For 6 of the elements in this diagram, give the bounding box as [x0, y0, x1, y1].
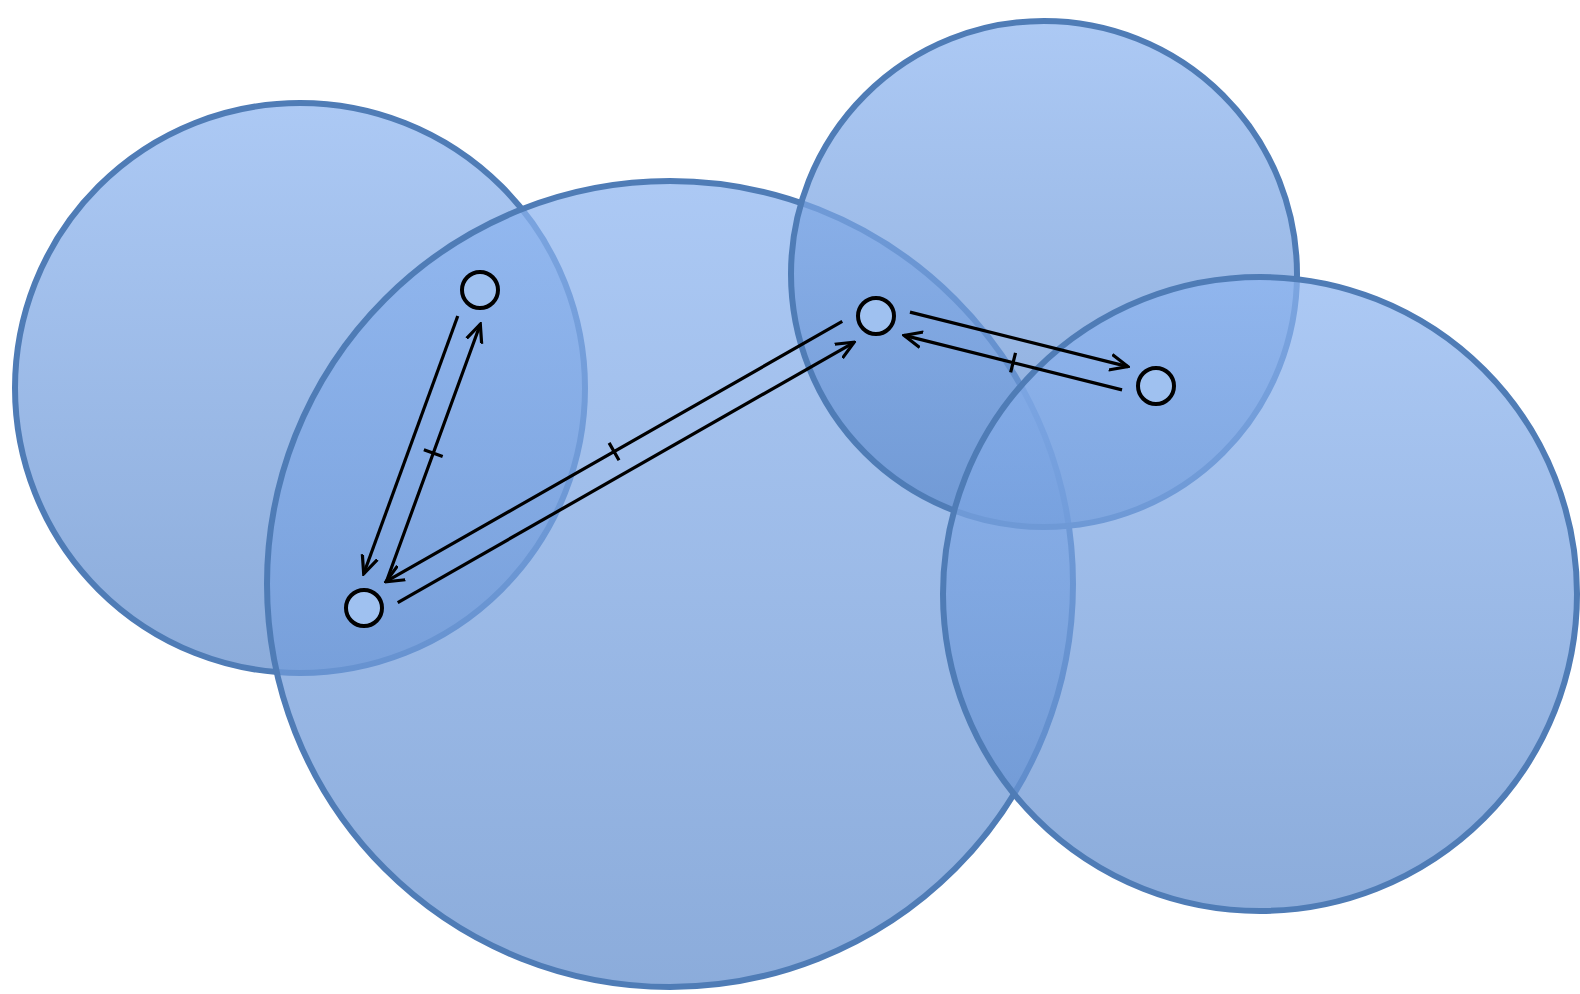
arrow — [384, 322, 484, 584]
arrow — [384, 319, 844, 584]
arrow — [909, 310, 1130, 372]
arrow — [902, 330, 1124, 392]
arrow — [396, 340, 856, 604]
arrow — [360, 315, 460, 576]
